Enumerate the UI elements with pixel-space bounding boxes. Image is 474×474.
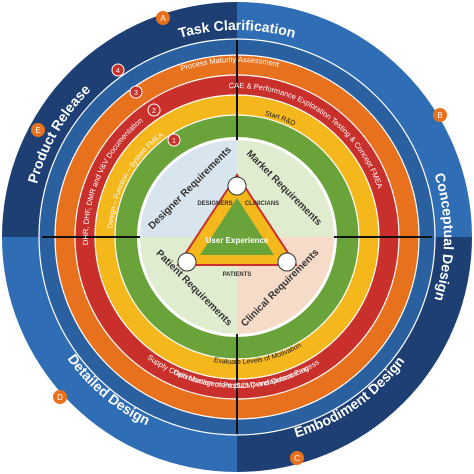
badge-d-letter: D (57, 393, 63, 402)
ux-triangle-inner (200, 198, 274, 255)
badge-b-letter: B (437, 111, 442, 120)
phase-dividers (42, 40, 432, 434)
badge-b (433, 108, 447, 122)
patient-avatar-icon (177, 252, 197, 272)
stage-number-2: 2 (152, 108, 156, 115)
badge-d (53, 390, 67, 404)
stage-marker-3 (129, 85, 143, 99)
designers-tag: DESIGNERS (197, 201, 232, 207)
phase-badges: A B C D E (31, 11, 447, 465)
stage-marker-2 (147, 103, 161, 117)
stage-number-3: 3 (134, 90, 138, 97)
stage-marker-4 (111, 63, 125, 77)
badge-e-letter: E (35, 126, 40, 135)
badge-a (156, 11, 170, 25)
clinician-avatar-icon (277, 252, 297, 272)
stage-number-4: 4 (116, 68, 120, 75)
stage-marker-1 (167, 133, 181, 147)
badge-e (31, 123, 45, 137)
ux-label: User Experience (206, 236, 269, 245)
badge-c-letter: C (294, 454, 300, 463)
stage-number-1: 1 (172, 138, 176, 145)
clinicians-tag: CLINICIANS (245, 201, 279, 207)
badge-c (290, 451, 304, 465)
phase-title-task: Task Clarification (177, 17, 298, 41)
designer-avatar-icon (227, 176, 247, 196)
patients-tag: PATIENTS (223, 272, 252, 278)
stage-markers: 1 2 3 4 (111, 63, 181, 147)
badge-a-letter: A (160, 14, 166, 23)
